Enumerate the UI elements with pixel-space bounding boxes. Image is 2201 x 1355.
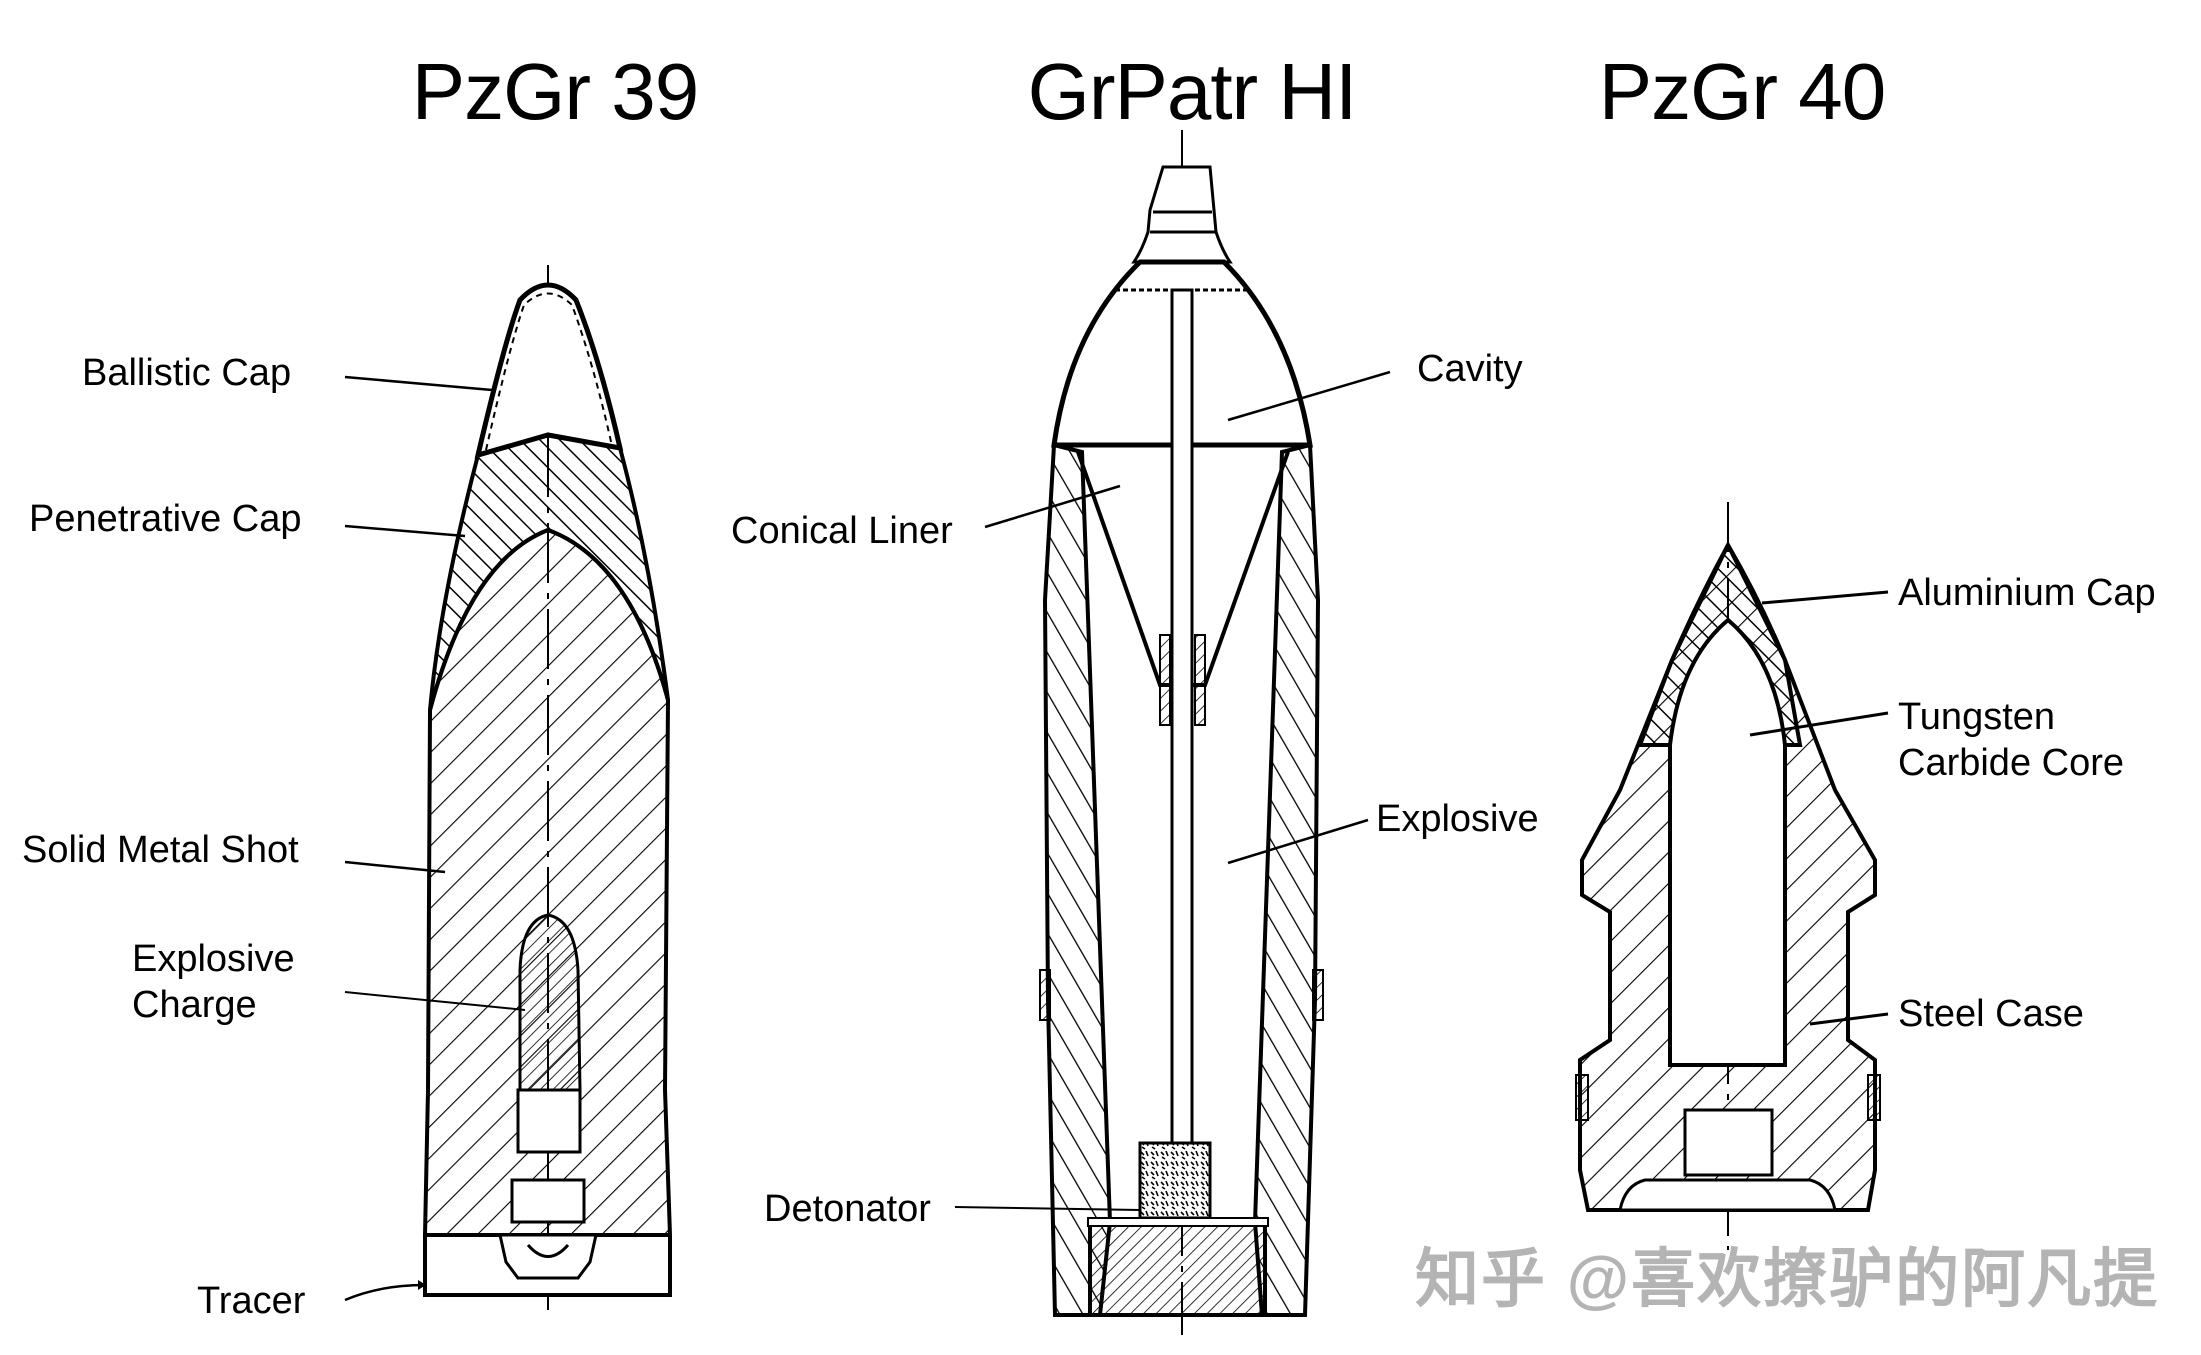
label-solid-metal-shot: Solid Metal Shot: [22, 829, 299, 871]
label-conical-liner: Conical Liner: [731, 510, 953, 552]
pzgr39-drawing: [344, 265, 673, 1310]
label-tungsten-carbide-core-line2: Carbide Core: [1898, 742, 2124, 784]
grpatr-drawing: [954, 130, 1391, 1335]
label-explosive-charge-line1: Explosive: [132, 938, 295, 980]
pzgr40-drawing: [1575, 502, 1889, 1250]
title-pzgr39: PzGr 39: [411, 47, 699, 136]
label-detonator: Detonator: [764, 1188, 931, 1230]
label-steel-case: Steel Case: [1898, 993, 2084, 1035]
watermark: 知乎 @喜欢撩驴的阿凡提: [1415, 1243, 2160, 1315]
label-tungsten-carbide-core-line1: Tungsten: [1898, 696, 2056, 738]
title-grpatr-hi: GrPatr HI: [1027, 47, 1358, 136]
title-pzgr40: PzGr 40: [1598, 47, 1886, 136]
label-tracer: Tracer: [197, 1280, 306, 1322]
label-aluminium-cap: Aluminium Cap: [1898, 572, 2156, 614]
label-explosive: Explosive: [1376, 798, 1539, 840]
label-explosive-charge-line2: Charge: [132, 984, 257, 1026]
label-penetrative-cap: Penetrative Cap: [29, 498, 302, 540]
label-ballistic-cap: Ballistic Cap: [82, 352, 292, 394]
label-cavity: Cavity: [1417, 348, 1523, 390]
